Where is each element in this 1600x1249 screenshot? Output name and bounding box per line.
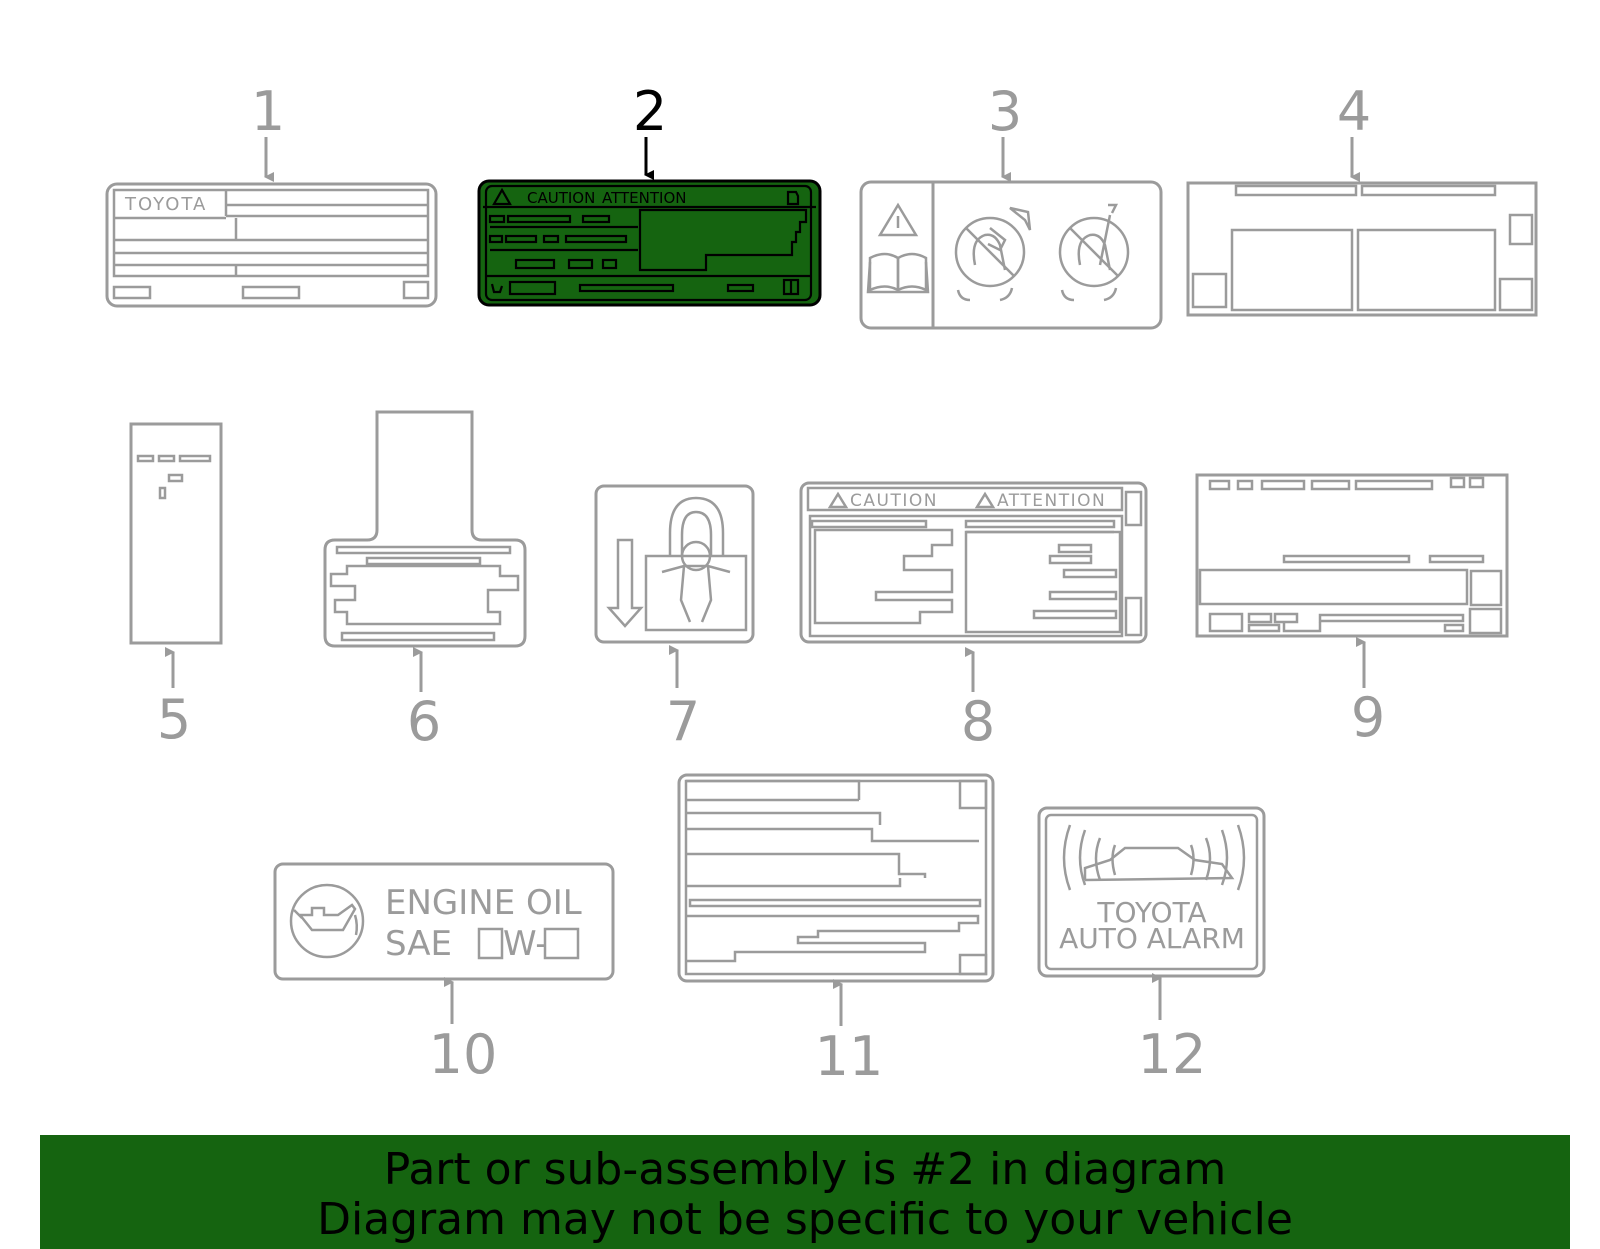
part-6-label[interactable]: 6 [323,410,527,753]
part-8-caution-text: CAUTION [850,491,938,511]
info-banner: Part or sub-assembly is #2 in diagram Di… [40,1135,1570,1249]
part-11-label[interactable]: 11 [677,773,995,1088]
part-1-brand-text: TOYOTA [124,194,207,215]
callout-11: 11 [815,1025,884,1088]
part-12-alarm-text: AUTO ALARM [1059,922,1245,955]
part-10-w-text: W- [503,924,548,964]
part-9-label[interactable]: 9 [1195,473,1509,749]
manual-book-icon [866,252,930,294]
oil-can-icon [289,883,365,959]
warning-triangle-icon [492,187,512,206]
part-2-label[interactable]: 2 CAUTIO [477,80,822,307]
callout-9: 9 [1351,686,1385,749]
callout-12: 12 [1138,1023,1207,1086]
banner-line-2: Diagram may not be specific to your vehi… [317,1194,1293,1245]
part-8-label[interactable]: CAUTION ATTENTION 8 [799,481,1148,753]
callout-10: 10 [429,1023,498,1086]
part-5-label[interactable]: 5 [129,422,223,751]
callout-2: 2 [633,80,667,143]
part-7-label[interactable]: 7 [594,484,755,753]
part-2-caution-text: CAUTION [527,189,595,207]
lock-child-icon [644,496,748,632]
callout-6: 6 [407,690,441,753]
part-12-label[interactable]: TOYOTA AUTO ALARM 12 [1037,806,1266,1086]
car-alarm-icon [1062,824,1246,891]
callout-8: 8 [961,690,995,753]
no-tool-seat-icon [1058,203,1130,302]
callout-7: 7 [666,690,700,753]
callout-4: 4 [1337,80,1371,143]
warning-triangle-icon [877,202,919,237]
no-hands-seat-icon [954,206,1032,302]
part-8-attention-text: ATTENTION [997,491,1106,511]
callout-1: 1 [251,80,285,143]
part-10-engine-oil-text: ENGINE OIL [385,883,582,923]
part-3-label[interactable]: 3 [859,80,1163,330]
callout-5: 5 [157,688,191,751]
part-10-label[interactable]: ENGINE OIL SAE W- 10 [273,862,615,1086]
part-10-sae-text: SAE [385,924,452,964]
part-12-brand-text: TOYOTA [1096,896,1206,929]
part-1-label[interactable]: 1 TOYOTA [105,80,438,308]
part-2-attention-text: ATTENTION [602,189,686,207]
banner-line-1: Part or sub-assembly is #2 in diagram [383,1144,1227,1195]
callout-3: 3 [988,80,1022,143]
part-4-label[interactable]: 4 [1186,80,1538,317]
